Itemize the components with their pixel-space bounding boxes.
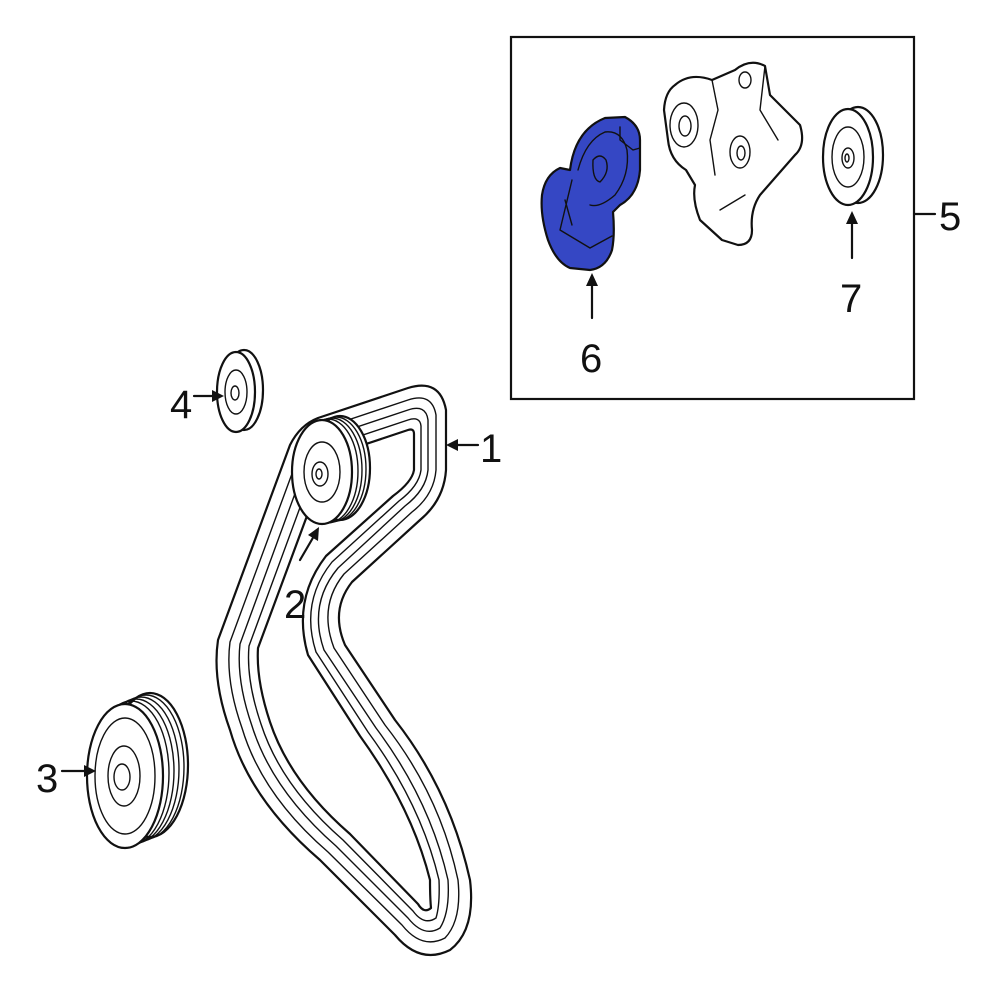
small-pulley[interactable] — [215, 348, 265, 434]
tensioner-pulley[interactable] — [821, 105, 885, 207]
serpentine-belt[interactable] — [215, 384, 473, 957]
callout-6: 6 — [580, 337, 602, 381]
callout-7: 7 — [840, 277, 862, 321]
callout-arrows — [60, 211, 858, 777]
callout-1: 1 — [480, 427, 502, 471]
tensioner-bracket[interactable] — [662, 61, 804, 247]
belt-tensioner[interactable] — [540, 115, 642, 272]
callout-3: 3 — [36, 757, 58, 801]
idler-pulley[interactable] — [290, 414, 372, 526]
callout-5: 5 — [939, 195, 961, 239]
tensioner-assembly-box[interactable] — [509, 35, 916, 401]
callout-4: 4 — [170, 383, 192, 427]
callout-2: 2 — [284, 583, 306, 627]
crankshaft-pulley[interactable] — [85, 691, 190, 850]
